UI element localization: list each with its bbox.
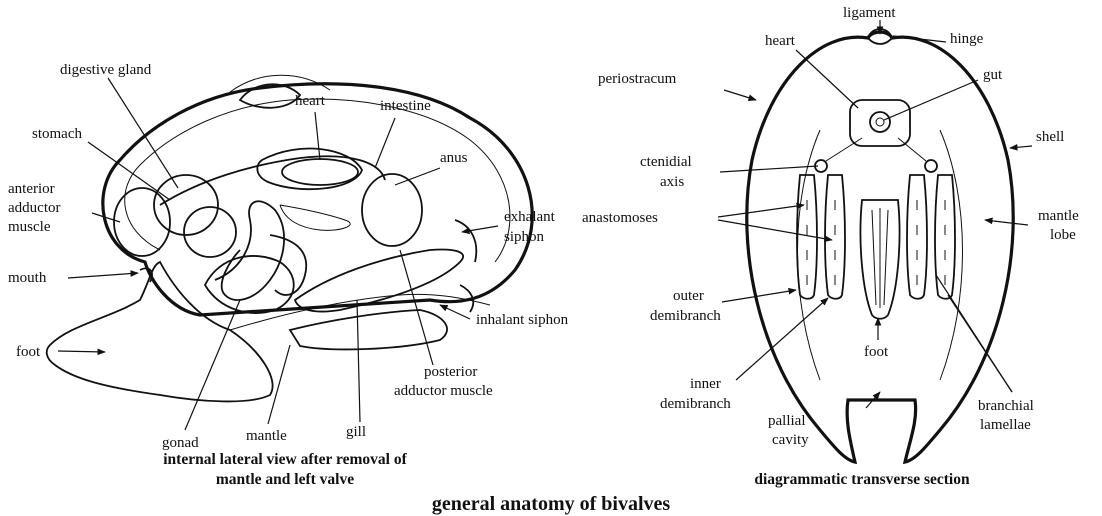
caption-left-line2: mantle and left valve	[216, 471, 354, 488]
caption-right: diagrammatic transverse section	[754, 471, 970, 488]
intestine-posterior	[280, 205, 350, 230]
label-posterior-2: adductor muscle	[394, 383, 493, 399]
label-mantle-lobe-1: mantle	[1038, 208, 1079, 224]
gonad	[205, 256, 294, 313]
label-gill: gill	[346, 424, 366, 440]
label-inner-demibranch-1: inner	[690, 376, 721, 392]
lateral-view-diagram: digestive gland heart intestine stomach …	[8, 62, 569, 488]
label-outer-demibranch-2: demibranch	[650, 308, 721, 324]
label-periostracum: periostracum	[598, 71, 677, 87]
label-anus: anus	[440, 150, 468, 166]
shell-outline	[103, 84, 532, 315]
label-gonad: gonad	[162, 435, 199, 451]
label-branchial-2: lamellae	[980, 417, 1031, 433]
label-anastomoses: anastomoses	[582, 210, 658, 226]
label-mantle: mantle	[246, 428, 287, 444]
intestine	[160, 156, 385, 300]
label-pallial-1: pallial	[768, 413, 806, 429]
label-hinge: hinge	[950, 31, 984, 47]
label-foot-left: foot	[16, 344, 41, 360]
heart	[282, 159, 358, 185]
label-stomach: stomach	[32, 126, 82, 142]
label-gut: gut	[983, 67, 1003, 83]
gut-lumen	[876, 118, 884, 126]
gut-section	[870, 112, 890, 132]
caption-left-line1: internal lateral view after removal of	[163, 451, 407, 468]
label-digestive-gland: digestive gland	[60, 62, 152, 78]
label-pallial-2: cavity	[772, 432, 809, 448]
label-foot-right: foot	[864, 344, 889, 360]
label-branchial-1: branchial	[978, 398, 1034, 414]
label-mantle-lobe-2: lobe	[1050, 227, 1076, 243]
label-outer-demibranch-1: outer	[673, 288, 704, 304]
heart-section	[850, 100, 910, 146]
posterior-adductor-muscle	[362, 174, 422, 246]
label-shell: shell	[1036, 129, 1064, 145]
foot	[47, 262, 273, 401]
ctenidial-axis-right	[925, 160, 937, 172]
label-heart-left: heart	[295, 93, 326, 109]
stomach	[154, 175, 218, 235]
label-exhalant-1: exhalant	[504, 209, 556, 225]
digestive-gland	[184, 207, 236, 257]
gills-section	[797, 138, 955, 299]
label-anterior-3: muscle	[8, 219, 51, 235]
label-heart-right: heart	[765, 33, 796, 49]
label-anterior-1: anterior	[8, 181, 55, 197]
label-mouth: mouth	[8, 270, 47, 286]
pericardium	[257, 149, 362, 190]
figure-title: general anatomy of bivalves	[432, 493, 671, 515]
label-exhalant-2: siphon	[504, 229, 545, 245]
anterior-adductor-muscle	[114, 188, 170, 256]
label-ctenidial-2: axis	[660, 174, 684, 190]
transverse-section-diagram: ligament heart hinge periostracum gut ct…	[582, 5, 1079, 488]
label-ligament: ligament	[843, 5, 896, 21]
label-anterior-2: adductor	[8, 200, 60, 216]
shell-inner-edge	[125, 99, 510, 262]
label-ctenidial-1: ctenidial	[640, 154, 692, 170]
label-inner-demibranch-2: demibranch	[660, 396, 731, 412]
label-intestine: intestine	[380, 98, 431, 114]
anastomoses-marks	[807, 200, 945, 285]
foot-striations	[872, 208, 888, 308]
label-inhalant-siphon: inhalant siphon	[476, 312, 569, 328]
label-posterior-1: posterior	[424, 364, 477, 380]
